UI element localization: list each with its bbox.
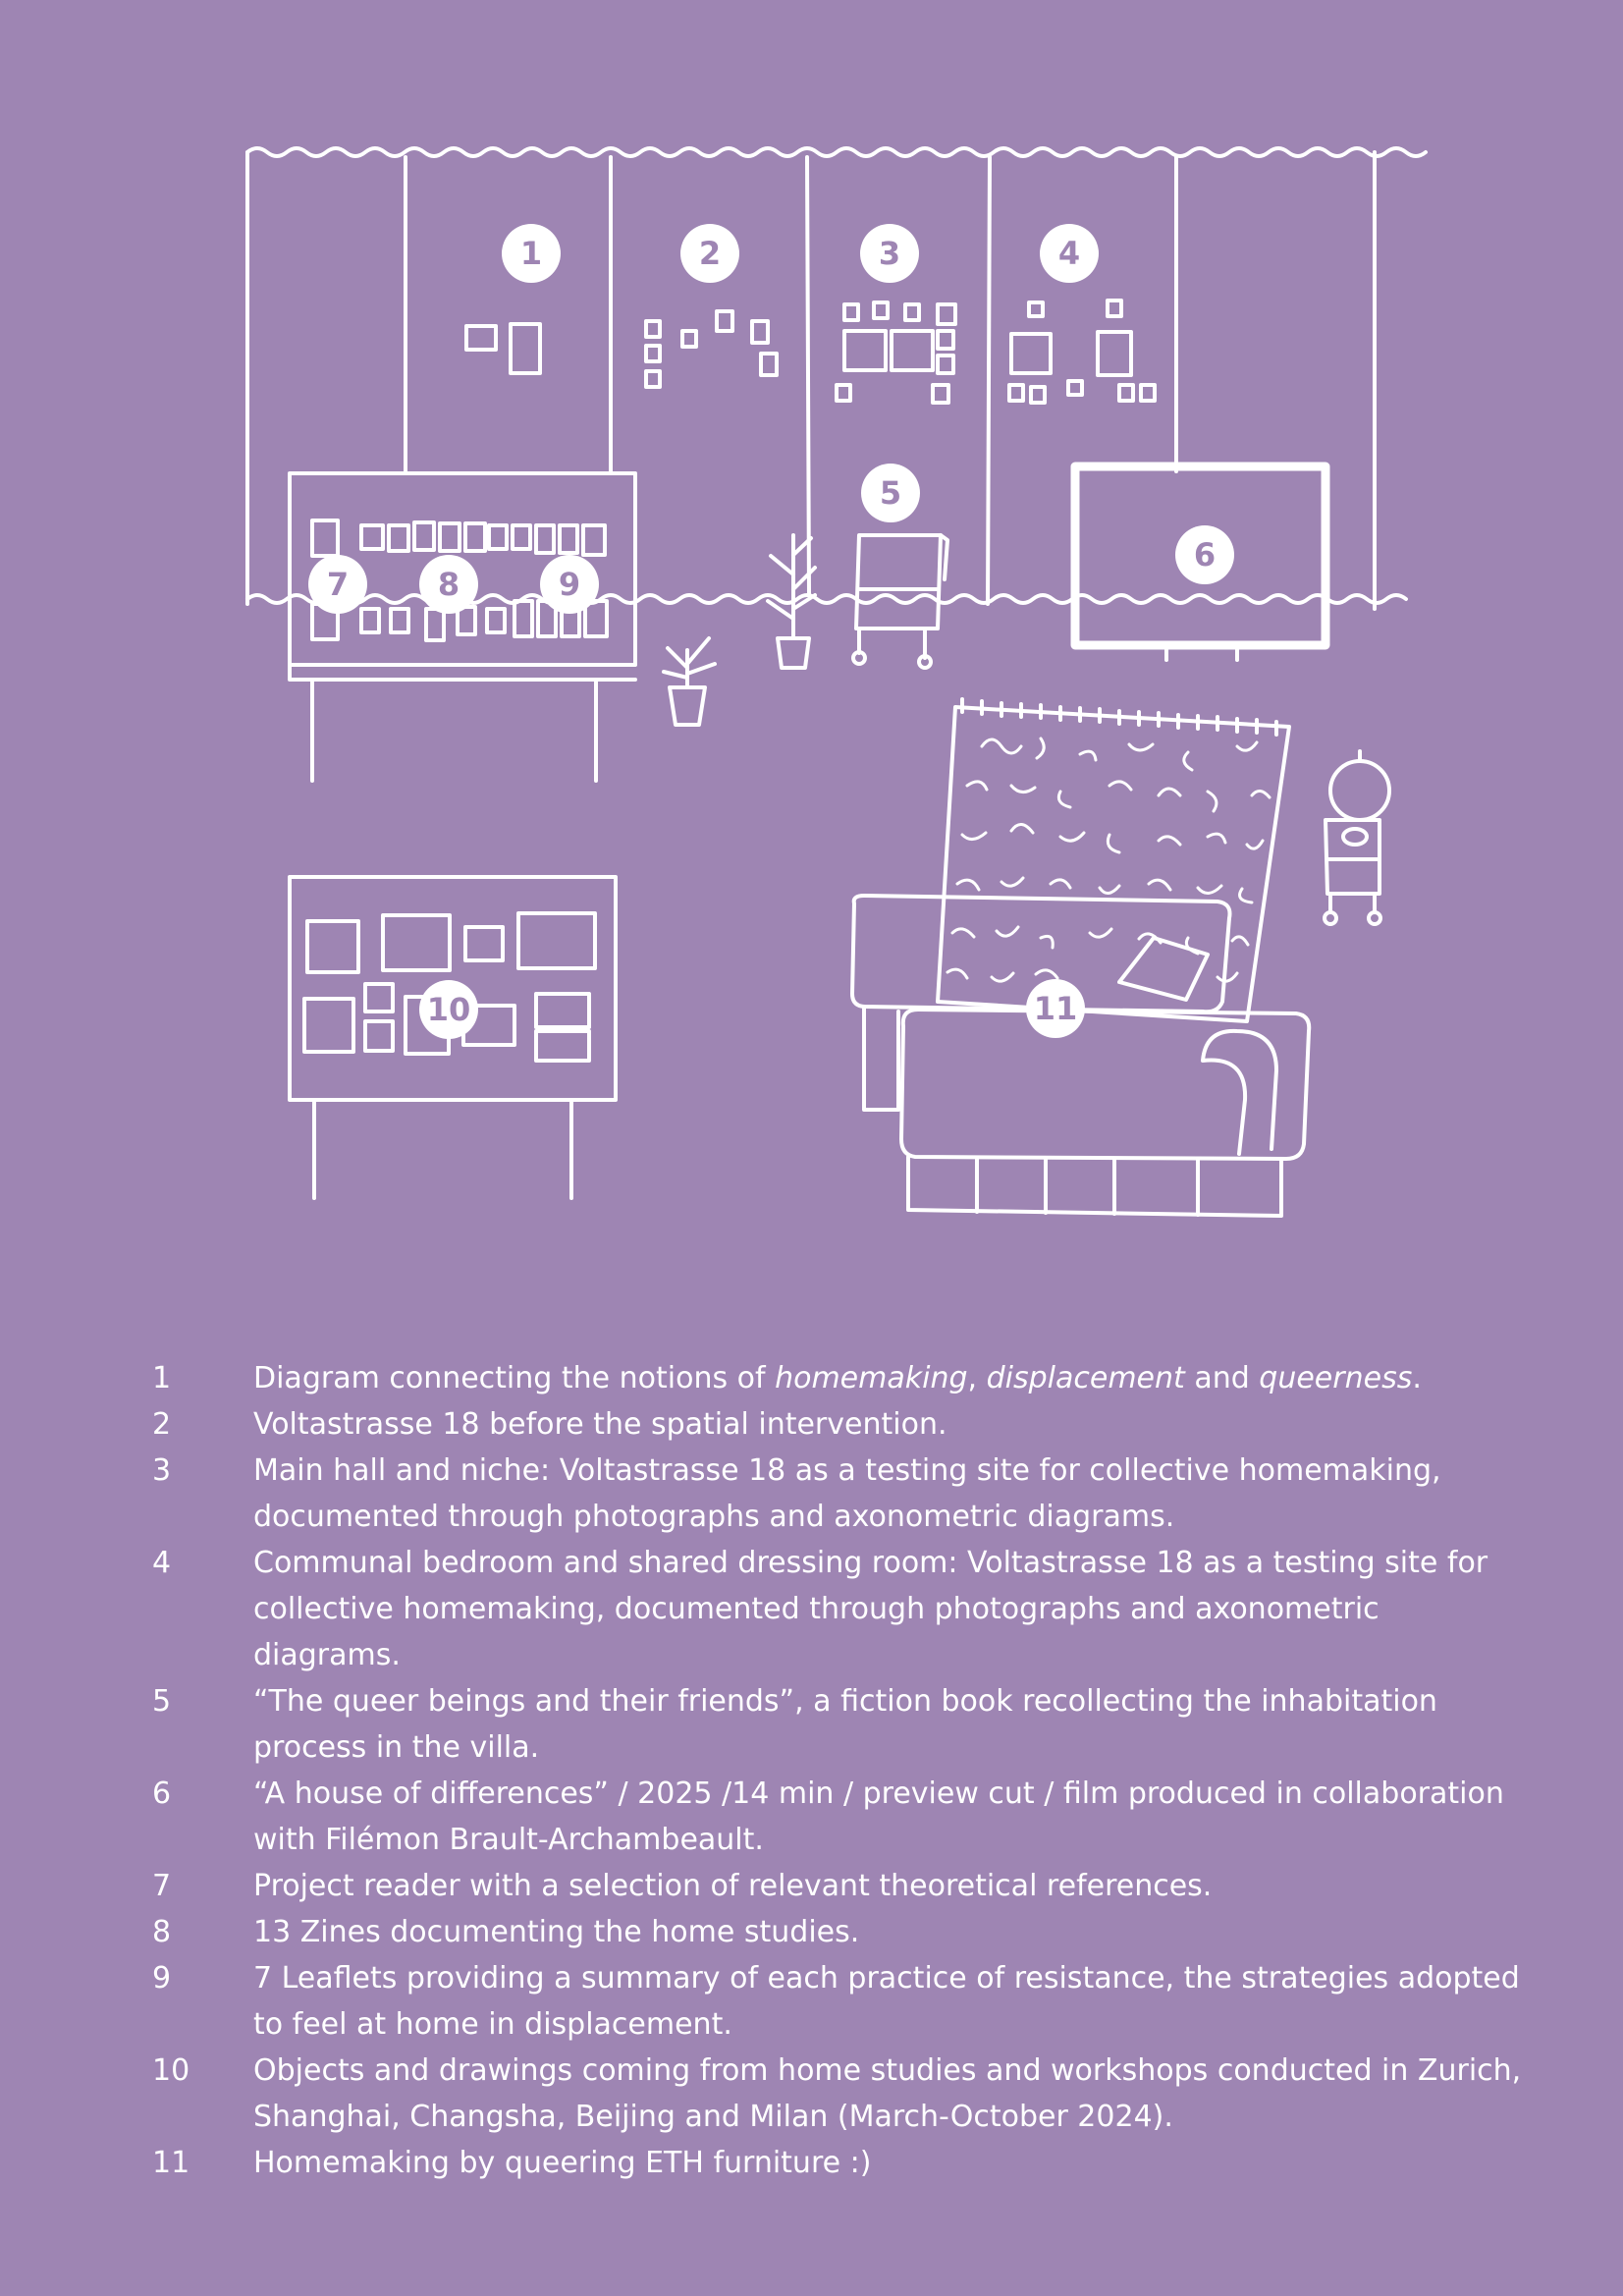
legend-description: “A house of differences” / 2025 /14 min … bbox=[253, 1771, 1527, 1863]
legend-item: 6 “A house of differences” / 2025 /14 min… bbox=[152, 1771, 1527, 1863]
legend-number: 11 bbox=[152, 2146, 190, 2180]
legend-text-run: Diagram connecting the notions of bbox=[253, 1361, 776, 1395]
marker-4: 4 bbox=[1040, 224, 1099, 283]
legend-number: 5 bbox=[152, 1684, 172, 1719]
svg-text:5: 5 bbox=[880, 474, 901, 512]
film-screen bbox=[1070, 462, 1330, 662]
svg-text:9: 9 bbox=[559, 566, 580, 603]
curtain-backdrop bbox=[245, 146, 1428, 611]
exhibition-plan-illustration: 1 2 3 4 5 6 7 8 9 10 11 bbox=[245, 146, 1428, 1218]
legend-description: Diagram connecting the notions of homema… bbox=[253, 1355, 1527, 1401]
legend-item: 1 Diagram connecting the notions of homem… bbox=[152, 1355, 1527, 1401]
legend-number: 9 bbox=[152, 1961, 172, 1995]
legend-text-run: , bbox=[967, 1361, 987, 1395]
legend-item: 9 7 Leaflets providing a summary of each … bbox=[152, 1955, 1527, 2048]
legend-item: 5 “The queer beings and their friends”, a… bbox=[152, 1678, 1527, 1771]
legend-text-run: and bbox=[1184, 1361, 1260, 1395]
legend-text-run: 13 Zines documenting the home studies. bbox=[253, 1915, 860, 1949]
legend-number: 1 bbox=[152, 1361, 172, 1395]
legend-text-run: Project reader with a selection of relev… bbox=[253, 1869, 1213, 1903]
svg-text:10: 10 bbox=[427, 991, 471, 1028]
legend-text-run: “A house of differences” / 2025 /14 min … bbox=[253, 1777, 1504, 1857]
book-stand bbox=[851, 533, 949, 670]
patterned-carpet bbox=[936, 697, 1291, 1023]
legend-item: 3 Main hall and niche: Voltastrasse 18 as… bbox=[152, 1448, 1527, 1540]
legend-description: 7 Leaflets providing a summary of each p… bbox=[253, 1955, 1527, 2048]
legend-list: 1 Diagram connecting the notions of homem… bbox=[152, 1355, 1527, 2186]
marker-6: 6 bbox=[1175, 525, 1234, 584]
panel-2-frames bbox=[644, 309, 779, 389]
back-display-table bbox=[288, 875, 618, 1200]
marker-8: 8 bbox=[419, 555, 478, 614]
legend-description: Communal bedroom and shared dressing roo… bbox=[253, 1540, 1527, 1678]
legend-description: Voltastrasse 18 before the spatial inter… bbox=[253, 1401, 1527, 1448]
legend-emphasis: homemaking bbox=[775, 1361, 968, 1395]
plant-2-icon bbox=[766, 533, 817, 670]
svg-text:4: 4 bbox=[1058, 235, 1080, 272]
legend-item: 2 Voltastrasse 18 before the spatial inte… bbox=[152, 1401, 1527, 1448]
sofa-front bbox=[899, 1008, 1312, 1218]
legend-item: 8 13 Zines documenting the home studies. bbox=[152, 1909, 1527, 1955]
legend-item: 7 Project reader with a selection of rele… bbox=[152, 1863, 1527, 1909]
legend-emphasis: displacement bbox=[986, 1361, 1185, 1395]
marker-7: 7 bbox=[308, 555, 367, 614]
legend-number: 8 bbox=[152, 1915, 172, 1949]
svg-text:7: 7 bbox=[327, 566, 349, 603]
legend-item: 11 Homemaking by queering ETH furniture :… bbox=[152, 2140, 1527, 2186]
legend-text-run: Communal bedroom and shared dressing roo… bbox=[253, 1546, 1488, 1672]
legend-text-run: Main hall and niche: Voltastrasse 18 as … bbox=[253, 1453, 1441, 1534]
legend-number: 4 bbox=[152, 1546, 172, 1580]
legend-text-run: 7 Leaflets providing a summary of each p… bbox=[253, 1961, 1520, 2042]
legend-description: 13 Zines documenting the home studies. bbox=[253, 1909, 1527, 1955]
svg-text:2: 2 bbox=[699, 235, 721, 272]
legend-text-run: . bbox=[1412, 1361, 1422, 1395]
legend-emphasis: queerness bbox=[1259, 1361, 1413, 1395]
marker-11: 11 bbox=[1026, 979, 1085, 1038]
legend-description: Objects and drawings coming from home st… bbox=[253, 2048, 1527, 2140]
legend-text-run: Homemaking by queering ETH furniture :) bbox=[253, 2146, 872, 2180]
legend-text-run: Voltastrasse 18 before the spatial inter… bbox=[253, 1407, 947, 1442]
legend-text-run: Objects and drawings coming from home st… bbox=[253, 2053, 1522, 2134]
legend-number: 10 bbox=[152, 2053, 190, 2088]
svg-text:3: 3 bbox=[879, 235, 900, 272]
marker-9: 9 bbox=[540, 555, 599, 614]
side-trolley bbox=[1323, 749, 1391, 926]
legend-item: 10 Objects and drawings coming from home … bbox=[152, 2048, 1527, 2140]
marker-1: 1 bbox=[502, 224, 561, 283]
legend-description: “The queer beings and their friends”, a … bbox=[253, 1678, 1527, 1771]
marker-10: 10 bbox=[419, 980, 478, 1039]
legend-number: 3 bbox=[152, 1453, 172, 1488]
marker-2: 2 bbox=[680, 224, 739, 283]
legend-number: 2 bbox=[152, 1407, 172, 1442]
legend-description: Project reader with a selection of relev… bbox=[253, 1863, 1527, 1909]
panel-4-frames bbox=[1007, 299, 1157, 405]
legend-description: Main hall and niche: Voltastrasse 18 as … bbox=[253, 1448, 1527, 1540]
legend-number: 6 bbox=[152, 1777, 172, 1811]
legend-item: 4 Communal bedroom and shared dressing ro… bbox=[152, 1540, 1527, 1678]
panel-1-frames bbox=[464, 322, 542, 375]
front-display-table bbox=[288, 471, 637, 783]
panel-3-frames bbox=[835, 301, 957, 405]
legend-text-run: “The queer beings and their friends”, a … bbox=[253, 1684, 1437, 1765]
svg-text:1: 1 bbox=[520, 235, 542, 272]
legend-description: Homemaking by queering ETH furniture :) bbox=[253, 2140, 1527, 2186]
svg-text:11: 11 bbox=[1034, 990, 1078, 1027]
sofa-back bbox=[850, 894, 1232, 1112]
legend-number: 7 bbox=[152, 1869, 172, 1903]
marker-5: 5 bbox=[861, 464, 920, 522]
svg-text:6: 6 bbox=[1194, 536, 1216, 574]
marker-3: 3 bbox=[860, 224, 919, 283]
svg-text:8: 8 bbox=[438, 566, 460, 603]
plant-1-icon bbox=[662, 636, 717, 727]
